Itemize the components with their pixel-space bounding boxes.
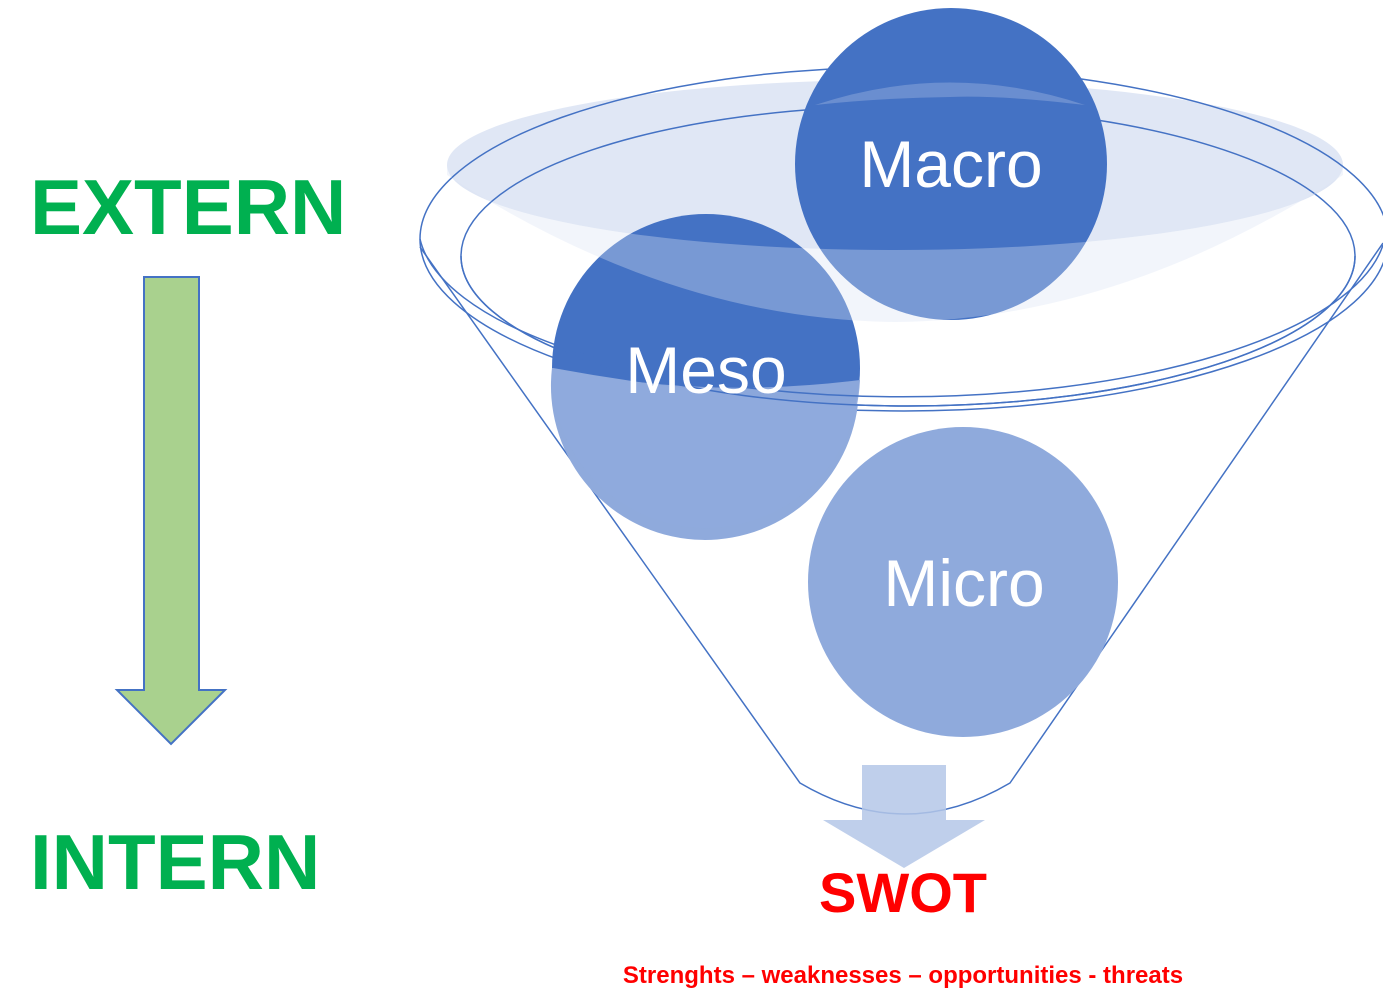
meso-label: Meso	[625, 333, 787, 407]
macro-upper-shade	[815, 82, 1085, 105]
intern-label: INTERN	[30, 818, 321, 906]
macro-circle	[795, 8, 1107, 320]
meso-lower-fill	[551, 368, 860, 529]
extern-label: EXTERN	[30, 163, 347, 251]
arrow-down-icon	[114, 276, 228, 746]
micro-label: Micro	[883, 546, 1045, 620]
micro-circle	[808, 427, 1118, 737]
output-arrow-icon	[823, 765, 985, 868]
macro-label: Macro	[859, 127, 1043, 201]
rim-outer-front-line	[419, 238, 1383, 398]
rim-band-overlay	[447, 165, 1343, 322]
swot-subtitle: Strenghts – weaknesses – opportunities -…	[622, 962, 1184, 989]
swot-title: SWOT	[819, 861, 987, 924]
